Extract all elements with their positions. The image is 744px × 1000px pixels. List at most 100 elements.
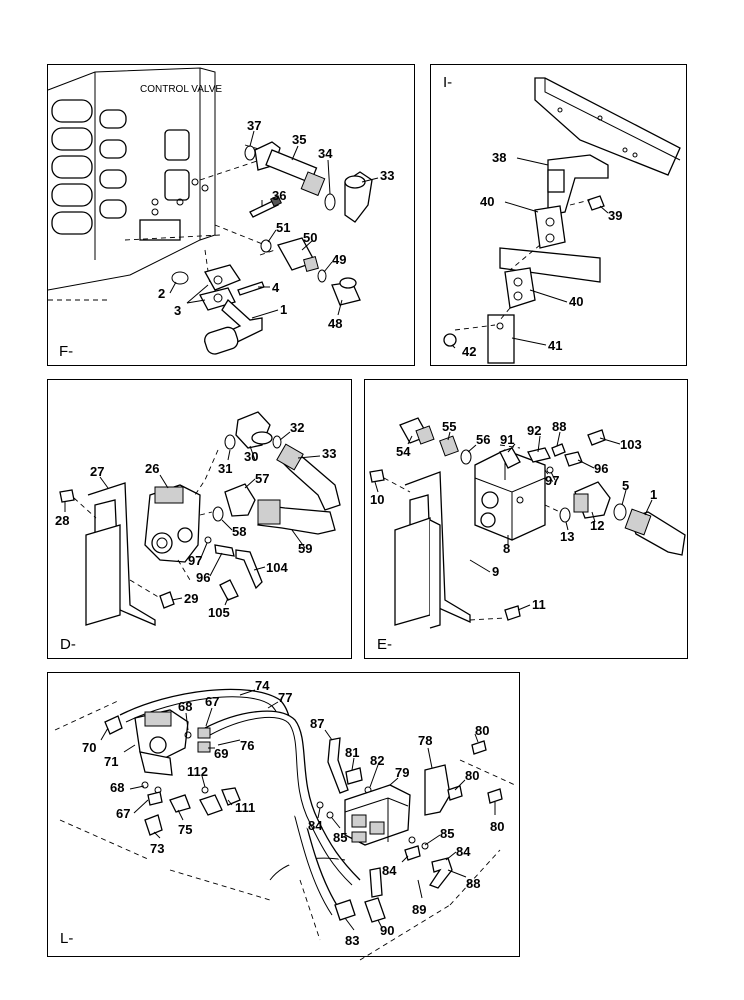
callout-69: 69 [214,746,228,761]
callout-29: 29 [184,591,198,606]
callout-58: 58 [232,524,246,539]
callout-80c: 80 [490,819,504,834]
callout-68b: 68 [110,780,124,795]
callout-68: 68 [178,699,192,714]
callout-1: 1 [650,487,657,502]
callout-40a: 40 [480,194,494,209]
callout-59: 59 [298,541,312,556]
callout-3: 3 [174,303,181,318]
callout-92: 92 [527,423,541,438]
callout-88: 88 [552,419,566,434]
callout-55: 55 [442,419,456,434]
callout-41: 41 [548,338,562,353]
e-leaders [374,431,653,611]
callout-31: 31 [218,461,232,476]
l-callouts: 74 77 68 67 70 71 69 76 87 81 82 78 80 7… [82,678,504,948]
i-leaders [451,157,609,349]
callout-104: 104 [266,560,288,575]
callout-51: 51 [276,220,290,235]
callout-32: 32 [290,420,304,435]
e-callouts: 54 55 56 91 92 88 103 96 10 97 5 1 12 13… [370,419,657,612]
callout-91: 91 [500,432,514,447]
panel-i-letter: I- [443,74,453,91]
callout-83: 83 [345,933,359,948]
callout-103: 103 [620,437,642,452]
callout-34: 34 [318,146,333,161]
callout-84c: 84 [456,844,471,859]
callout-70: 70 [82,740,96,755]
callout-54: 54 [396,444,411,459]
callout-42: 42 [462,344,476,359]
l-parts [54,688,516,961]
d-callouts: 27 26 30 32 33 28 31 57 58 97 96 104 29 … [55,420,336,620]
callout-38: 38 [492,150,506,165]
callout-40b: 40 [569,294,583,309]
callout-90: 90 [380,923,394,938]
callout-30: 30 [244,449,258,464]
callout-87: 87 [310,716,324,731]
callout-74: 74 [255,678,270,693]
callout-49: 49 [332,252,346,267]
f-callouts: 37 35 34 33 36 51 50 49 2 3 4 1 48 [158,118,394,331]
callout-97: 97 [188,553,202,568]
callout-76: 76 [240,738,254,753]
callout-96: 96 [594,461,608,476]
control-valve-label: CONTROL VALVE [140,84,222,95]
callout-1: 1 [280,302,287,317]
callout-50: 50 [303,230,317,245]
callout-81: 81 [345,745,359,760]
control-valve-drawing [47,67,276,301]
callout-5: 5 [622,478,629,493]
callout-80a: 80 [475,723,489,738]
panel-d-letter: D- [60,636,76,653]
callout-67b: 67 [116,806,130,821]
callout-27: 27 [90,464,104,479]
callout-105: 105 [208,605,230,620]
callout-37: 37 [247,118,261,133]
callout-11: 11 [532,597,546,612]
callout-111: 111 [235,800,255,815]
d-parts [59,411,341,626]
callout-80b: 80 [465,768,479,783]
callout-67: 67 [205,694,219,709]
i-callouts: 38 40 39 40 42 41 [462,150,622,359]
i-parts [443,77,681,364]
callout-8: 8 [503,541,510,556]
callout-13: 13 [560,529,574,544]
callout-2: 2 [158,286,165,301]
f-leaders [169,130,379,319]
callout-73: 73 [150,841,164,856]
callout-9: 9 [492,564,499,579]
callout-97: 97 [545,473,559,488]
l-leaders [100,689,496,931]
callout-89: 89 [412,902,426,917]
panel-e-letter: E- [377,636,392,653]
callout-88: 88 [466,876,480,891]
callout-36: 36 [272,188,286,203]
callout-84a: 84 [308,818,323,833]
callout-78: 78 [418,733,432,748]
callout-85a: 85 [333,830,347,845]
callout-35: 35 [292,132,306,147]
callout-28: 28 [55,513,69,528]
panel-l-letter: L- [60,930,74,947]
callout-48: 48 [328,316,342,331]
callout-57: 57 [255,471,269,486]
callout-33: 33 [322,446,336,461]
callout-112: 112 [187,764,208,779]
callout-33: 33 [380,168,394,183]
callout-82: 82 [370,753,384,768]
callout-39: 39 [608,208,622,223]
callout-71: 71 [104,754,118,769]
callout-84b: 84 [382,863,397,878]
callout-10: 10 [370,492,384,507]
panel-f-letter: F- [59,343,74,360]
callout-85b: 85 [440,826,454,841]
callout-77: 77 [278,690,292,705]
e-parts [369,417,686,629]
callout-96: 96 [196,570,210,585]
d-leaders [64,431,321,606]
callout-75: 75 [178,822,192,837]
callout-4: 4 [272,280,280,295]
